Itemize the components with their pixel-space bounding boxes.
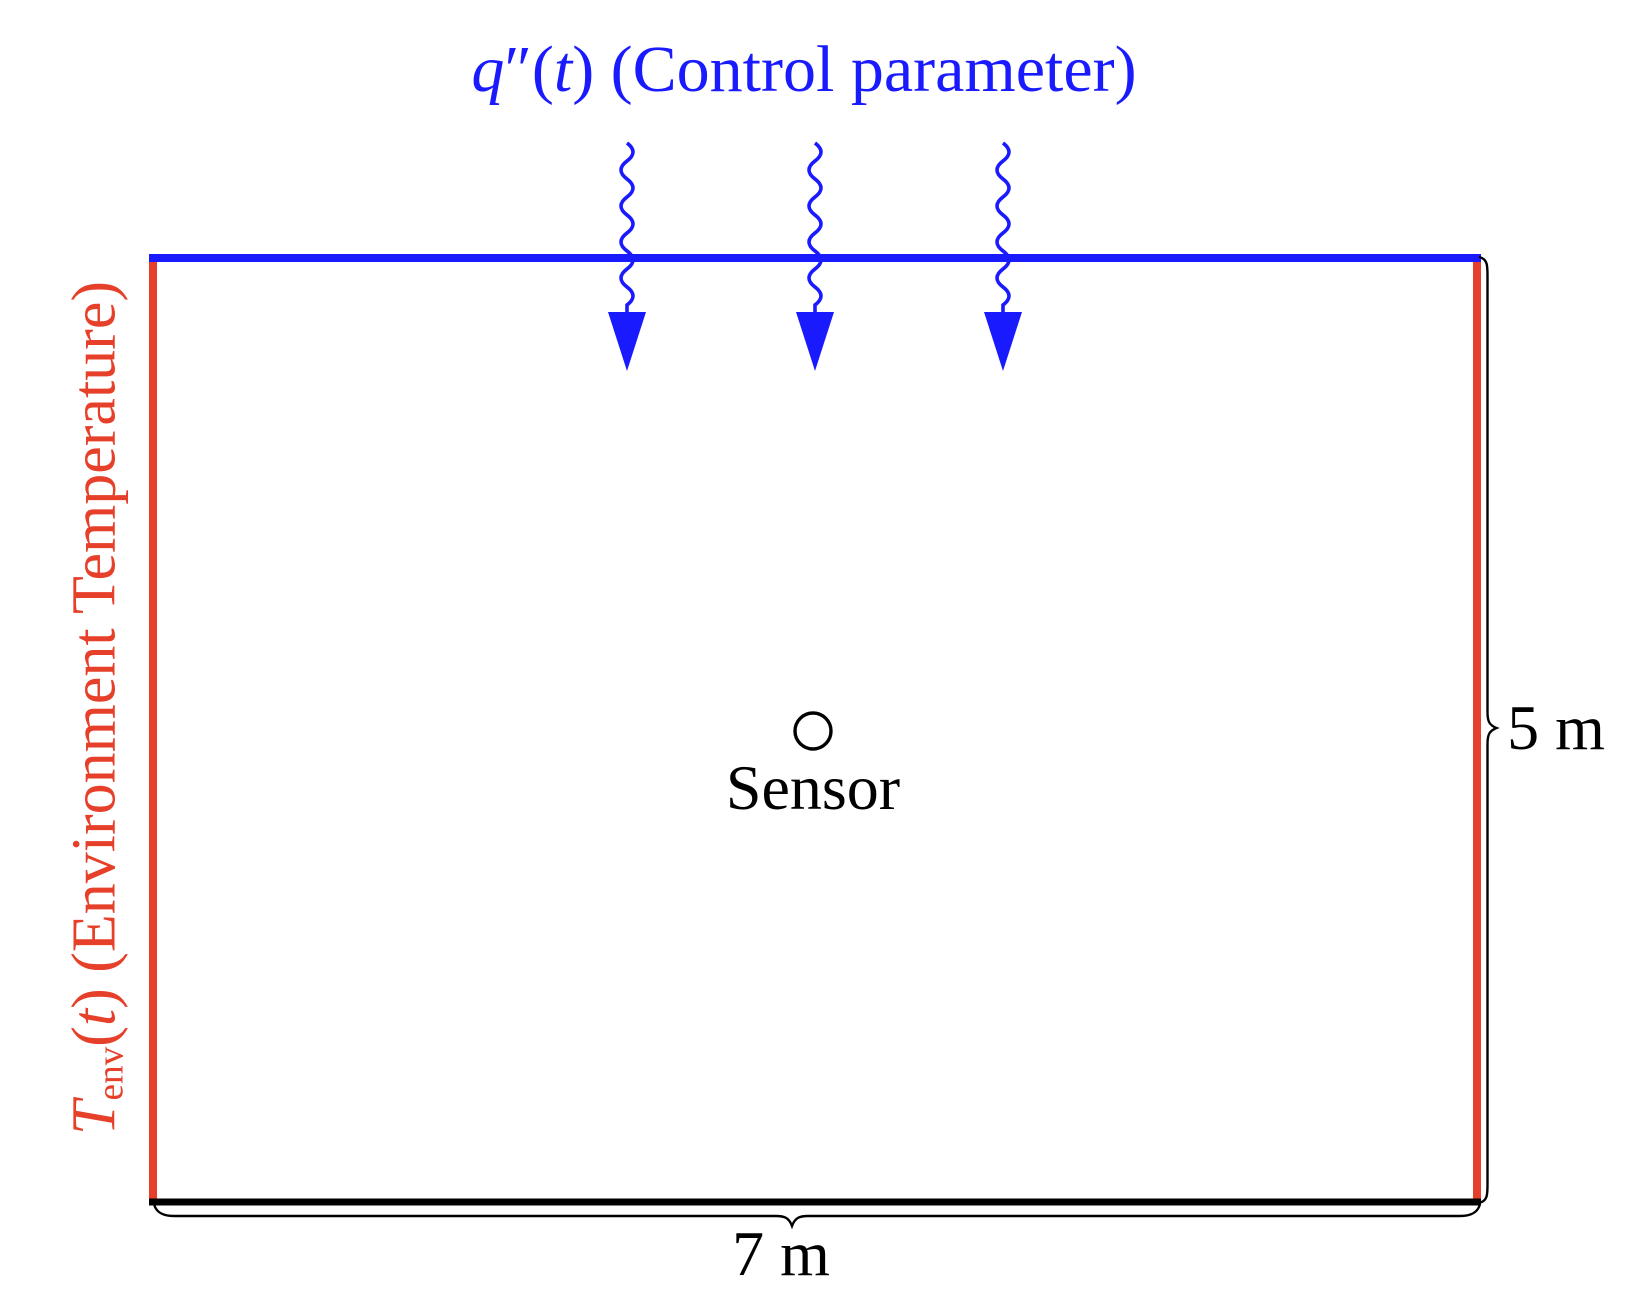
env-caption: (Environment Temperature) xyxy=(60,281,129,989)
title-q-symbol: q xyxy=(471,33,505,106)
title-t-symbol: t xyxy=(553,33,573,106)
sensor-marker-icon xyxy=(793,711,833,751)
width-dimension-brace xyxy=(152,1203,1482,1230)
env-open-paren: ( xyxy=(60,1026,129,1047)
height-dimension-label: 5 m xyxy=(1507,692,1605,763)
env-close-paren: ) xyxy=(60,988,129,1009)
environment-temperature-label: Tenv(t) (Environment Temperature) xyxy=(59,281,132,1135)
env-subscript: env xyxy=(90,1046,132,1101)
title-primes: ″( xyxy=(504,33,554,106)
wavy-arrow-shaft xyxy=(619,141,635,313)
arrowhead-down-icon xyxy=(608,312,646,371)
title-close-paren: ) xyxy=(572,33,595,106)
heat-flux-arrow xyxy=(984,141,1022,371)
arrowhead-down-icon xyxy=(796,312,834,371)
height-dimension-brace xyxy=(1478,255,1500,1205)
env-T-symbol: T xyxy=(60,1100,129,1135)
title-caption: (Control parameter) xyxy=(594,33,1137,106)
width-dimension-label: 7 m xyxy=(732,1218,830,1289)
wavy-arrow-shaft xyxy=(995,141,1011,313)
env-t-symbol: t xyxy=(60,1008,129,1027)
control-parameter-label: q″(t) (Control parameter) xyxy=(471,32,1136,108)
arrowhead-down-icon xyxy=(984,312,1022,371)
wavy-arrow-shaft xyxy=(807,141,823,313)
heat-flux-arrow xyxy=(796,141,834,371)
heat-flux-arrow xyxy=(608,141,646,371)
sensor-label: Sensor xyxy=(725,752,901,823)
